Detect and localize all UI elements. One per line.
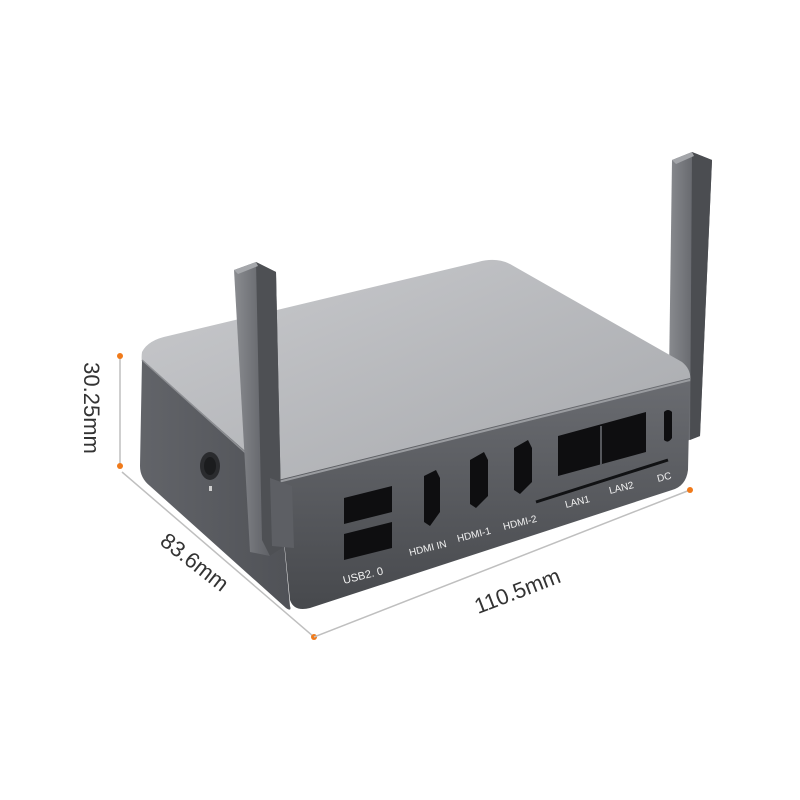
- width-dimension-endpoint-end: [687, 487, 693, 493]
- power-button-icon: [200, 452, 220, 491]
- height-dimension-endpoint-bottom: [117, 463, 123, 469]
- width-label: 110.5mm: [471, 563, 564, 619]
- hdmi-1-port-icon: [470, 452, 488, 508]
- usb-port-top-icon: [344, 486, 392, 524]
- dc-label: DC: [656, 471, 673, 485]
- antenna-left-icon: [234, 262, 294, 556]
- dc-port-icon: [664, 410, 672, 442]
- height-label: 30.25mm: [79, 362, 104, 454]
- depth-dimension-line: [121, 471, 315, 638]
- width-dimension-line: [313, 489, 691, 638]
- hdmi-2-port-icon: [514, 440, 532, 494]
- usb-port-bottom-icon: [344, 522, 392, 560]
- dimension-lines: [117, 353, 693, 640]
- hdmi-in-port-icon: [424, 470, 440, 526]
- height-dimension-endpoint-top: [117, 353, 123, 359]
- front-ports: [344, 410, 672, 560]
